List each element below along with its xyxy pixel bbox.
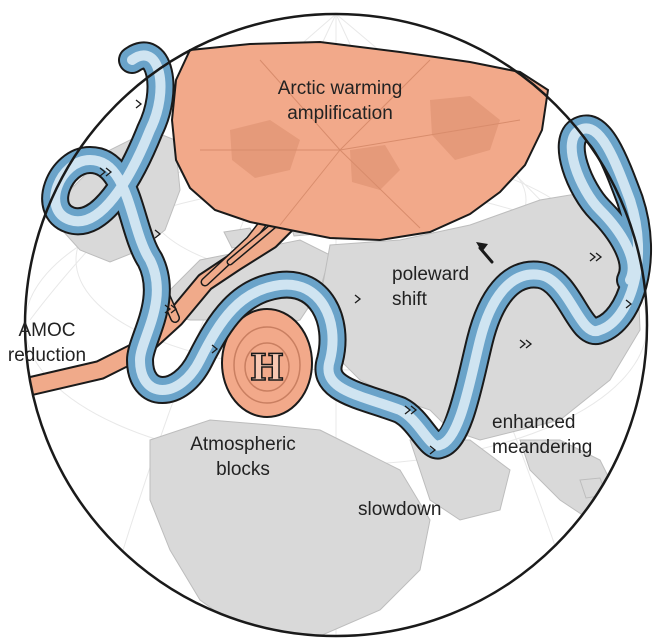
arabia-land — [409, 439, 511, 521]
arctic-warming-region — [170, 40, 550, 242]
arctic-warming-label: Arctic warming amplification — [277, 78, 403, 124]
amoc-reduction-label: AMOC reduction — [7, 320, 87, 366]
slowdown-label: slowdown — [358, 499, 442, 520]
arctic-graticule — [200, 59, 521, 229]
arctic-texture — [230, 96, 500, 190]
arrow-up-left-icon — [476, 242, 494, 264]
africa-land — [149, 419, 431, 636]
enhanced-meandering-label: enhanced meandering — [492, 412, 593, 458]
atmospheric-blocks-label: Atmospheric blocks — [190, 434, 296, 480]
flow-chevrons — [99, 99, 633, 455]
globe-outline — [23, 12, 649, 638]
poleward-shift-label: poleward shift — [392, 264, 470, 310]
h-symbol-icon: H — [249, 346, 285, 390]
jet-stream-band — [41, 41, 652, 460]
svg-text:H: H — [250, 347, 284, 389]
atmospheric-block — [221, 308, 313, 418]
